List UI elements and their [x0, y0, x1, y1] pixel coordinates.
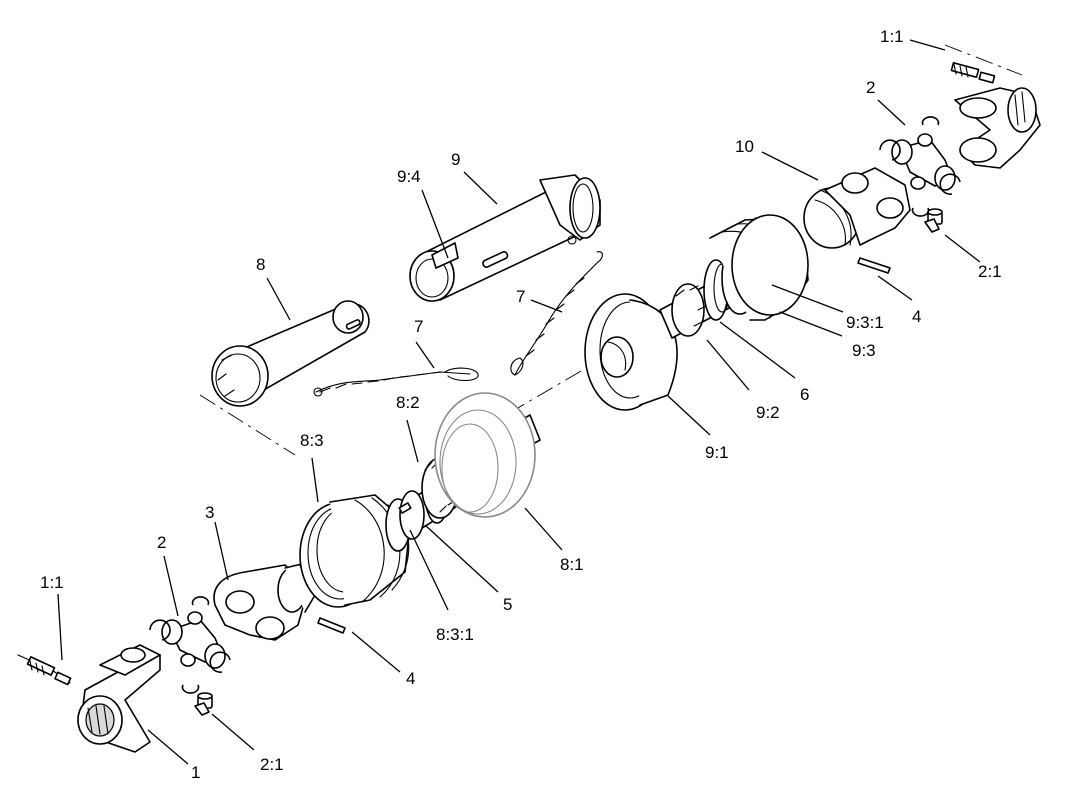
part-1-yoke	[77, 644, 161, 753]
label-7-right: 7	[516, 287, 525, 306]
label-1-1-left: 1:1	[40, 573, 64, 592]
label-2-left: 2	[157, 533, 166, 552]
part-3-tube-yoke	[213, 561, 319, 641]
leader-lines	[57, 39, 981, 765]
part-4-spring-pin-left	[317, 617, 346, 634]
center-axis	[199, 44, 1023, 456]
part-8-3-1-bearing-ring	[385, 490, 425, 552]
label-10: 10	[735, 137, 754, 156]
label-5: 5	[503, 595, 512, 614]
part-1-1-push-pin-left	[17, 654, 72, 686]
label-9-2: 9:2	[756, 403, 780, 422]
part-4-spring-pin-right	[857, 257, 891, 274]
label-4-left: 4	[406, 669, 415, 688]
label-8-2: 8:2	[396, 393, 420, 412]
label-2-1-right: 2:1	[978, 262, 1002, 281]
label-9-4: 9:4	[397, 167, 421, 186]
label-2-right: 2	[866, 78, 875, 97]
label-1-1-right: 1:1	[880, 27, 904, 46]
part-2-1-grease-nipple-right	[924, 208, 943, 233]
label-8-3-1: 8:3:1	[436, 625, 474, 644]
part-2-1-grease-nipple-left	[194, 692, 213, 716]
part-9-2-bearing-ring	[671, 283, 707, 337]
label-6: 6	[800, 385, 809, 404]
label-9-3-1: 9:3:1	[846, 313, 884, 332]
part-9-1-guard-disc	[584, 293, 678, 411]
part-10-tube-yoke	[803, 167, 911, 249]
part-2-cross-journal-right	[879, 116, 961, 217]
part-7-chain-right	[510, 251, 603, 376]
label-9-3: 9:3	[852, 341, 876, 360]
label-3: 3	[205, 503, 214, 522]
part-7-chain-left	[313, 367, 479, 397]
part-1-1-push-pin-right	[950, 61, 996, 84]
label-8-3: 8:3	[300, 431, 324, 450]
label-4-right: 4	[912, 307, 921, 326]
label-8-1: 8:1	[560, 555, 584, 574]
part-8-1-guard-disc	[434, 392, 536, 518]
label-8: 8	[256, 255, 265, 274]
part-labels: 1:1 2 10 9 9:4 2:1 4 9:3:1 9:3 7 8 7 6 9…	[40, 27, 1002, 782]
label-1: 1	[191, 763, 200, 782]
part-9-3-guard-cone	[709, 214, 809, 321]
label-9-1: 9:1	[705, 443, 729, 462]
label-2-1-left: 2:1	[260, 755, 284, 774]
part-1-yoke-right	[954, 87, 1041, 169]
label-7-left: 7	[414, 317, 423, 336]
part-2-cross-journal-left	[149, 596, 231, 694]
part-9-inner-guard-tube	[409, 174, 601, 302]
label-9: 9	[451, 150, 460, 169]
part-8-guard-tube	[211, 300, 370, 407]
